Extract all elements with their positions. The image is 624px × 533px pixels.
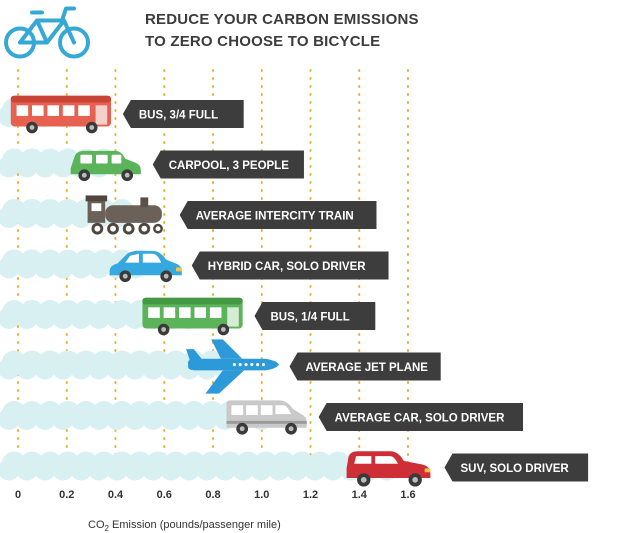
- emission-bar: [0, 451, 404, 481]
- x-tick-label: 1.6: [400, 489, 415, 501]
- category-label: AVERAGE INTERCITY TRAIN: [196, 211, 354, 223]
- category-label: SUV, SOLO DRIVER: [461, 463, 570, 475]
- category-label-bg: [152, 150, 304, 179]
- x-axis-label: CO2 Emission (pounds/passenger mile): [88, 519, 281, 533]
- bar-row: BUS, 3/4 FULL: [0, 95, 244, 134]
- x-tick-label: 0: [15, 489, 21, 501]
- emission-bar: [0, 401, 278, 430]
- category-label-bg: [191, 251, 389, 280]
- category-label-bg: [289, 352, 441, 381]
- bar-row: AVERAGE INTERCITY TRAIN: [0, 195, 377, 235]
- chart-title-line-1: REDUCE YOUR CARBON EMISSIONS: [145, 11, 419, 28]
- x-tick-label: 1.4: [352, 489, 368, 501]
- x-tick-label: 0.6: [157, 489, 172, 501]
- category-label: AVERAGE CAR, SOLO DRIVER: [335, 413, 505, 425]
- category-label-bg: [444, 453, 589, 482]
- plane-icon: [186, 339, 279, 394]
- bar-row: AVERAGE JET PLANE: [0, 339, 441, 394]
- chart-title-line-2: TO ZERO CHOOSE TO BICYCLE: [145, 33, 380, 50]
- van-icon: [226, 400, 307, 435]
- category-label: BUS, 3/4 FULL: [139, 110, 218, 122]
- x-tick-label: 0.8: [205, 489, 220, 501]
- bar-row: HYBRID CAR, SOLO DRIVER: [0, 249, 389, 283]
- bar-row: BUS, 1/4 FULL: [0, 297, 376, 336]
- category-label: HYBRID CAR, SOLO DRIVER: [208, 261, 367, 273]
- category-label: CARPOOL, 3 PEOPLE: [169, 160, 289, 172]
- category-label-bg: [179, 201, 377, 229]
- bicycle-icon: [6, 9, 88, 57]
- suv-icon: [346, 451, 431, 487]
- category-label: AVERAGE JET PLANE: [306, 362, 429, 374]
- x-tick-label: 1.2: [303, 489, 318, 501]
- x-axis-ticks: 0 0.2 0.4 0.6 0.8 1.0 1.2 1.4 1.6: [15, 489, 416, 501]
- category-label: BUS, 1/4 FULL: [271, 312, 350, 324]
- bar-row: SUV, SOLO DRIVER: [0, 451, 589, 487]
- x-tick-label: 1.0: [254, 489, 269, 501]
- bus-icon: [10, 95, 112, 134]
- x-tick-label: 0.4: [108, 489, 124, 501]
- bar-row: CARPOOL, 3 PEOPLE: [0, 148, 304, 182]
- bar-row: AVERAGE CAR, SOLO DRIVER: [0, 400, 524, 435]
- category-label-bg: [254, 302, 376, 330]
- category-label-bg: [318, 403, 524, 431]
- bus-icon: [142, 297, 243, 336]
- car-icon: [70, 150, 141, 182]
- category-label-bg: [122, 100, 244, 128]
- bars-layer: BUS, 3/4 FULL CARPOOL, 3 PEOPLE AVERAGE IN…: [0, 95, 589, 487]
- x-tick-label: 0.2: [59, 489, 74, 501]
